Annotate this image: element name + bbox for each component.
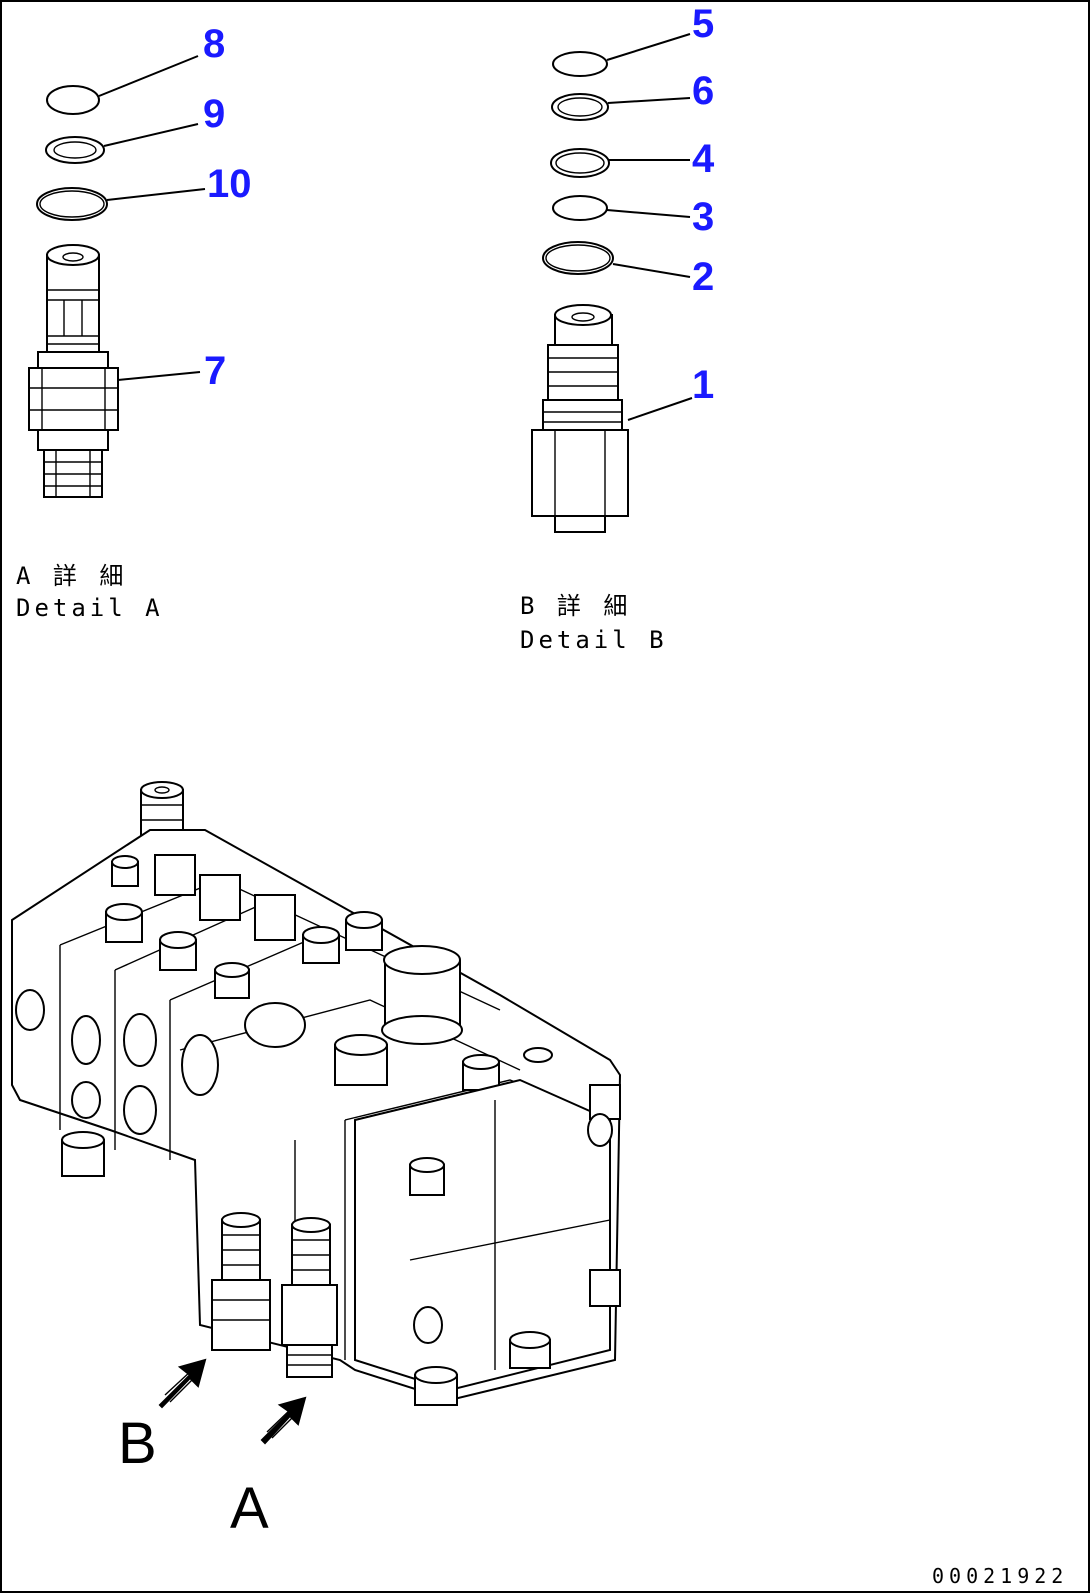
oring-2 <box>542 241 614 275</box>
ring-4 <box>550 148 610 178</box>
solenoid-connectors <box>154 854 296 941</box>
valve-cartridge-7 <box>28 244 119 498</box>
caption-detail-a-en: Detail A <box>16 594 164 622</box>
caption-detail-b-jp: B 詳 細 <box>520 592 631 620</box>
ring-6 <box>551 93 609 121</box>
callout-6: 6 <box>692 69 714 113</box>
callout-3: 3 <box>692 195 714 239</box>
view-letter-b: B <box>118 1411 157 1476</box>
callout-9: 9 <box>203 92 225 136</box>
detail-a-group <box>28 55 206 498</box>
view-arrow-b <box>158 1358 207 1409</box>
central-boss <box>244 945 463 1048</box>
caption-detail-a-jp: A 詳 細 <box>16 562 127 590</box>
ring-5 <box>552 51 608 77</box>
callout-4: 4 <box>692 137 715 181</box>
oring-8 <box>46 85 100 115</box>
oring-10 <box>36 187 108 221</box>
view-arrow-a <box>260 1396 307 1445</box>
callout-5: 5 <box>692 2 714 46</box>
ring-3 <box>552 195 608 221</box>
callout-1: 1 <box>692 363 714 407</box>
callout-7: 7 <box>204 349 226 393</box>
detail-b-group <box>531 33 693 533</box>
view-letter-a: A <box>230 1476 269 1541</box>
callout-2: 2 <box>692 255 714 299</box>
end-cover <box>354 1078 621 1406</box>
caption-detail-b-en: Detail B <box>520 626 668 654</box>
bottom-valve-a <box>281 1217 338 1378</box>
callout-10: 10 <box>207 162 252 206</box>
callout-8: 8 <box>203 22 225 66</box>
backup-ring-9 <box>45 136 105 164</box>
bottom-valve-b <box>211 1212 271 1351</box>
top-plugs <box>105 855 553 1091</box>
relief-valve-1 <box>531 304 629 533</box>
control-valve-assembly <box>11 781 622 1406</box>
drawing-number: 00021922 <box>932 1564 1068 1588</box>
